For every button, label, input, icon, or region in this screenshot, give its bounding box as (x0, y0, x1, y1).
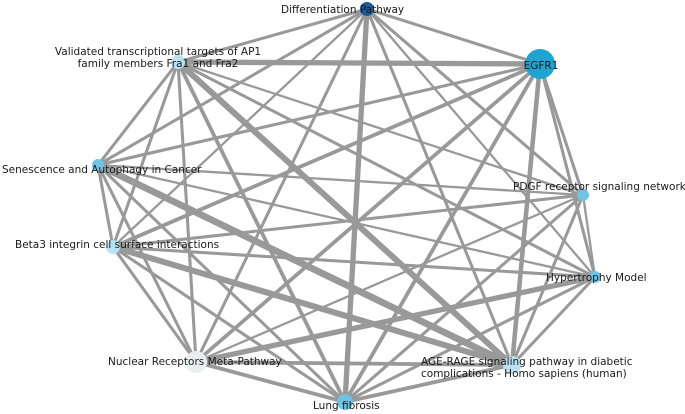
node-label-ap1: Validated transcriptional targets of AP1… (55, 46, 261, 70)
node-diff[interactable] (360, 2, 374, 16)
node-label-line: complications - Homo sapiens (human) (421, 368, 627, 380)
edge-sen-nuc (96, 164, 198, 363)
edge-beta3-hyp (112, 245, 596, 279)
edge-beta3-nuc (111, 246, 198, 363)
edge-sen-pdgf (97, 163, 584, 197)
node-label-line: family members Fra1 and Fra2 (78, 58, 239, 70)
node-layer (92, 2, 601, 410)
edge-egfr-lung (343, 63, 542, 403)
node-label-hyp: Hypertrophy Model (546, 272, 647, 284)
node-label-line: Hypertrophy Model (546, 272, 647, 284)
edge-beta3-pdgf (112, 193, 584, 249)
edge-diff-nuc (194, 8, 369, 363)
node-label-line: Nuclear Receptors Meta-Pathway (108, 356, 282, 368)
edge-diff-lung (342, 8, 370, 403)
node-egfr[interactable] (525, 49, 555, 79)
edge-sen-beta3 (96, 164, 115, 248)
node-label-line: Lung fibrosis (313, 400, 380, 412)
node-label-line: Validated transcriptional targets of AP1 (55, 46, 261, 58)
edge-diff-pdgf (366, 7, 584, 197)
edge-beta3-lung (112, 245, 346, 404)
edge-ap1-egfr (177, 59, 541, 67)
edge-ap1-pdgf (177, 60, 584, 197)
node-label-sen: Senescence and Autophagy in Cancer (2, 164, 202, 176)
edge-egfr-hyp (538, 63, 597, 278)
edge-beta3-age (112, 244, 513, 368)
node-label-pdgf: PDGF receptor signaling network (513, 181, 685, 193)
node-pdgf[interactable] (577, 189, 589, 201)
edge-nuc-age (195, 360, 513, 367)
node-lung[interactable] (337, 394, 353, 410)
edge-diff-ap1 (177, 7, 368, 64)
node-label-line: PDGF receptor signaling network (513, 181, 685, 193)
node-label-nuc: Nuclear Receptors Meta-Pathway (108, 356, 282, 368)
node-label-beta3: Beta3 integrin cell surface interactions (15, 239, 219, 251)
edge-diff-beta3 (112, 8, 368, 248)
edge-egfr-sen (97, 62, 541, 167)
edge-nuc-pdgf (195, 193, 584, 364)
node-label-line: EGFR1 (524, 60, 559, 72)
node-age[interactable] (503, 356, 521, 374)
node-label-line: Beta3 integrin cell surface interactions (15, 239, 219, 251)
edge-lung-hyp (344, 275, 596, 404)
edge-egfr-beta3 (112, 62, 541, 249)
node-hyp[interactable] (589, 271, 601, 283)
edge-diff-hyp (366, 8, 596, 278)
edge-sen-age (96, 161, 514, 369)
edge-nuc-lung (195, 360, 346, 404)
edge-lung-age (344, 363, 513, 404)
edge-ap1-sen (96, 61, 180, 166)
node-sen[interactable] (92, 159, 104, 171)
node-nuc[interactable] (185, 351, 207, 373)
node-label-line: Senescence and Autophagy in Cancer (2, 164, 202, 176)
edge-diff-sen (97, 7, 368, 167)
edge-egfr-nuc (194, 62, 542, 364)
node-label-lung: Lung fibrosis (313, 400, 380, 412)
edge-ap1-nuc (176, 61, 198, 363)
edge-lung-pdgf (343, 193, 585, 404)
edge-pdgf-hyp (581, 194, 597, 278)
node-label-line: Differentiation Pathway (281, 4, 404, 16)
node-label-egfr: EGFR1 (524, 60, 559, 72)
node-label-line: AGE-RAGE signaling pathway in diabetic (421, 356, 633, 368)
node-label-diff: Differentiation Pathway (281, 4, 404, 16)
node-beta3[interactable] (106, 240, 120, 254)
node-ap1[interactable] (171, 55, 185, 69)
edge-layer (96, 7, 597, 404)
edge-age-hyp (510, 275, 597, 367)
edge-ap1-age (175, 59, 515, 368)
edge-nuc-hyp (195, 274, 596, 365)
edge-age-pdgf (510, 194, 585, 366)
edge-diff-egfr (366, 7, 541, 66)
